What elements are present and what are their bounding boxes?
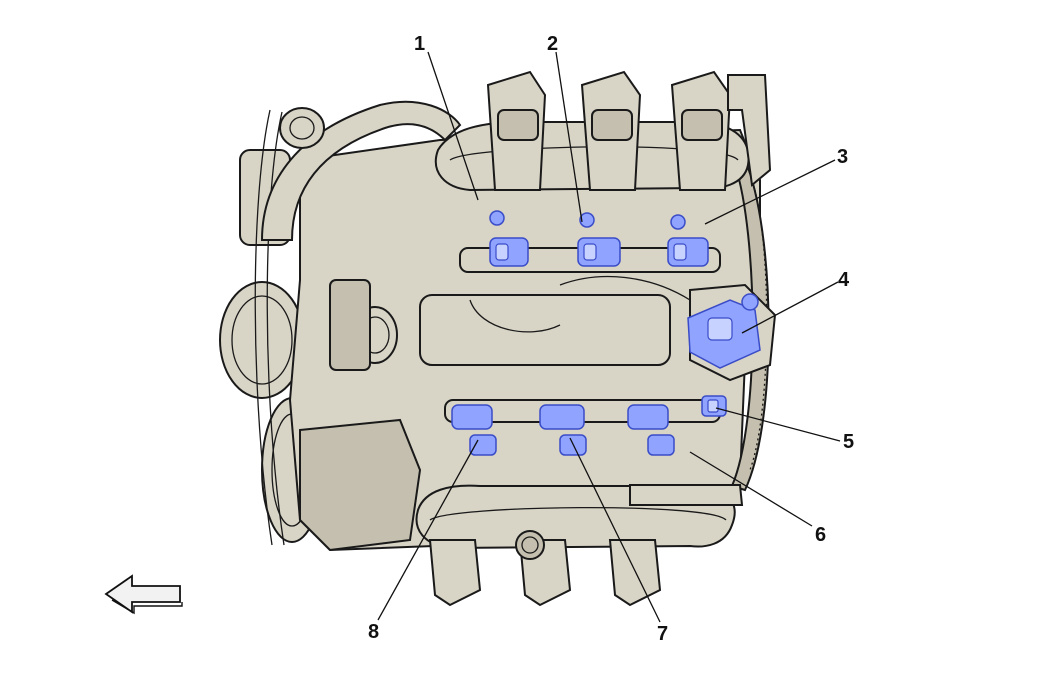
high-pressure-fuel-pump — [687, 283, 777, 382]
callout-5: 5 — [843, 431, 854, 453]
callout-4: 4 — [838, 269, 850, 291]
leader-line-5 — [715, 407, 841, 442]
leader-line-8 — [377, 439, 479, 621]
intake-plenum — [329, 276, 691, 371]
leader-line-6 — [689, 451, 813, 527]
callout-7: 7 — [657, 623, 668, 645]
upper-ignition-coils — [486, 70, 732, 191]
callout-6: 6 — [815, 524, 826, 546]
intake-pipe — [260, 100, 462, 241]
leader-line-7 — [569, 437, 661, 623]
callout-labels: 1 2 3 4 5 6 7 8 — [368, 33, 854, 645]
lower-injectors — [451, 404, 675, 456]
upper-injectors — [489, 210, 709, 267]
engine-block — [219, 70, 777, 607]
gearbox-housing — [299, 418, 422, 552]
leader-line-3 — [704, 159, 836, 225]
callout-8: 8 — [368, 621, 379, 643]
left-arrow-icon — [104, 574, 183, 615]
rear-bracket — [727, 74, 772, 187]
callout-2: 2 — [547, 33, 558, 55]
fuel-pressure-sensor — [701, 395, 727, 417]
fuel-return-pipe — [629, 484, 744, 506]
leader-lines — [377, 51, 841, 623]
leader-line-1 — [427, 51, 479, 201]
callout-1: 1 — [414, 33, 425, 55]
leader-line-2 — [555, 51, 583, 223]
lower-ignition-coils — [428, 530, 662, 607]
callout-3: 3 — [837, 146, 848, 168]
leader-line-4 — [741, 281, 839, 334]
